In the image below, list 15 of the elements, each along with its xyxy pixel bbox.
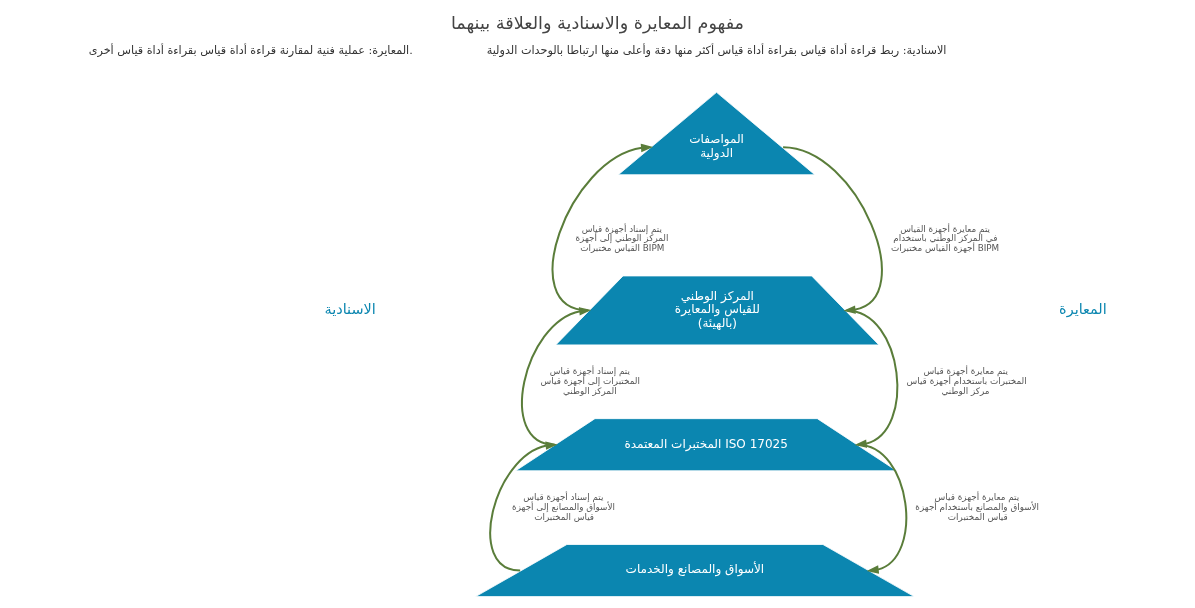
edge-label: يتم معايرة أجهزة قياس المختبرات باستخدام أجهزة قياس مركز الوطني [906,366,1027,396]
edge-label: يتم إسناد أجهزة قياس المختبرات إلى أجهزة قياس المركز الوطني [540,366,640,396]
arrow [856,443,908,574]
edge-label: يتم إسناد أجهزة قياس المركز الوطني إلى أجهزة القياس مختبرات BIPM [575,223,669,253]
edge-label: يتم معايرة أجهزة قياس الأسواق والمصانع باستخدام أجهزة قياس المختبرات [915,492,1040,522]
arrow [551,143,654,312]
diagram-title: مفهوم المعايرة والاسنادية والعلاقة بينهما [450,12,745,33]
label: الاسنادية [324,300,376,317]
label: المعايرة: عملية فنية لمقارنة قراءة أداة قياس بقراءة أداة قياس أخرى. [88,44,413,58]
label: الاسنادية: ربط قراءة أداة قياس بقراءة أداة قياس أكثر منها دقة وأعلى منها ارتباطا بالوحدات الدولية [486,44,947,58]
edge-label: يتم إسناد أجهزة قياس الأسواق والمصانع إلى أجهزة قياس المختبرات [512,492,615,522]
arrow [489,441,558,572]
edge-label: يتم معايرة أجهزة القياس في المركز الوطني باستخدام أجهزة القياس مختبرات BIPM [890,223,1000,253]
label: المعايرة [1059,300,1107,317]
arrow [521,307,592,446]
